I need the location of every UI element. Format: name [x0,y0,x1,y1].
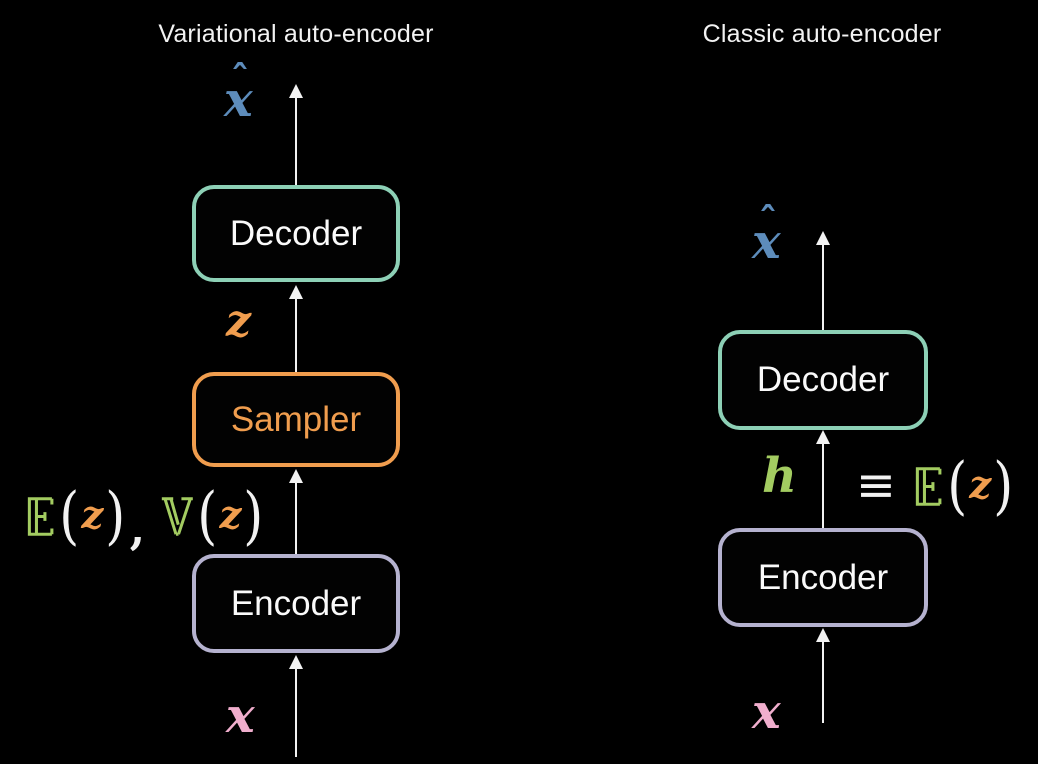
vae-sampler-label: Sampler [230,399,362,439]
math-x: x [226,688,255,744]
comma: , [129,504,146,555]
arrow-classic-input-to-encoder [822,630,824,723]
vae-decoder-box: Decoder [192,185,400,282]
equivalent-sign: ≡ [856,458,896,514]
double-struck-V-icon [161,496,193,536]
classic-title: Classic auto-encoder [702,20,942,48]
math-z: z [969,462,992,508]
math-x-hat: ˆ x [224,60,253,124]
math-x-base: x [752,214,781,270]
double-struck-E-icon [27,496,54,536]
arrow-classic-decoder-to-output [822,233,824,330]
classic-encoder-label: Encoder [757,557,889,597]
vae-output-label: ˆ x [224,60,253,124]
hat-accent: ˆ [230,57,250,102]
math-h: h [762,448,797,504]
classic-output-label: ˆ x [752,202,781,266]
arrow-vae-sampler-to-decoder [295,287,297,372]
arrow-vae-input-to-encoder [295,657,297,757]
vae-title: Variational auto-encoder [158,20,434,48]
open-paren: ( [197,478,218,552]
classic-hidden-label: h [762,452,797,500]
vae-decoder-label: Decoder [229,213,363,253]
math-z: z [81,492,104,538]
math-z: z [219,492,242,538]
open-paren: ( [59,478,80,552]
arrow-vae-decoder-to-output [295,86,297,185]
double-struck-E-icon [915,466,942,506]
close-paren: ) [105,478,126,552]
math-x-hat: ˆ x [752,202,781,266]
classic-equivalence-label: ≡ ( z ) [856,452,1016,520]
vae-latent-z-label: z [226,300,251,344]
vae-sampler-box: Sampler [192,372,400,467]
vae-input-label: x [226,692,255,740]
classic-decoder-label: Decoder [756,360,890,399]
math-x-base: x [224,72,253,128]
open-paren: ( [947,448,968,522]
classic-encoder-box: Encoder [718,528,928,627]
math-z: z [226,296,251,347]
classic-decoder-box: Decoder [718,330,928,430]
close-paren: ) [243,478,264,552]
hat-accent: ˆ [758,199,778,244]
vae-encoder-label: Encoder [230,583,362,623]
close-paren: ) [993,448,1014,522]
vae-encoder-box: Encoder [192,554,400,653]
arrow-vae-encoder-to-sampler [295,471,297,554]
classic-input-label: x [752,688,781,736]
arrow-classic-encoder-to-decoder [822,432,824,528]
vae-moments-label: ( z ) , ( z ) [24,480,266,552]
math-x: x [752,684,781,740]
